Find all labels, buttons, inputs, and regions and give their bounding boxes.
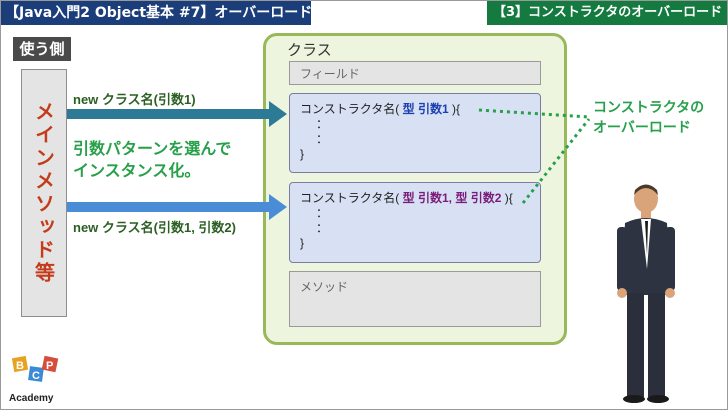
constructor-1-body-1: ： [316, 117, 329, 131]
logo-name: Academy [9, 393, 54, 404]
overload-callout: コンストラクタの オーバーロード [593, 100, 705, 136]
constructor-1-close: } [300, 147, 305, 161]
call-label-1: new クラス名(引数1) [73, 92, 196, 107]
instantiation-note: 引数パターンを選んで インスタンス化。 [73, 139, 232, 180]
constructor-2-body-2: ： [316, 221, 329, 235]
logo-letter-p: P [46, 360, 53, 372]
class-label: クラス [287, 41, 332, 59]
constructor-2-close: } [300, 236, 305, 250]
logo-letter-b: B [16, 360, 24, 372]
constructor-2-body-1: ： [316, 206, 329, 220]
constructor-1-signature: コンストラクタ名( 型 引数1 ){ [300, 102, 461, 116]
method-box: メソッド [289, 271, 541, 327]
field-box: フィールド [289, 61, 541, 85]
call-label-2: new クラス名(引数1, 引数2) [73, 220, 236, 235]
businessman-illustration [617, 184, 675, 403]
page-title: 【Java入門2 Object基本 #7】オーバーロード [1, 1, 312, 25]
bcp-logo: B C P [11, 355, 59, 382]
constructor-2-signature: コンストラクタ名( 型 引数1, 型 引数2 ){ [300, 191, 513, 205]
main-method-box: メインメソッド等 [21, 69, 67, 317]
constructor-box-2: コンストラクタ名( 型 引数1, 型 引数2 ){ ： ： } [289, 182, 541, 263]
section-title: 【3】コンストラクタのオーバーロード [487, 1, 727, 25]
constructor-1-body-2: ： [316, 132, 329, 146]
constructor-box-1: コンストラクタ名( 型 引数1 ){ ： ： } [289, 93, 541, 173]
logo-letter-c: C [32, 370, 40, 382]
caller-label: 使う側 [13, 37, 71, 61]
